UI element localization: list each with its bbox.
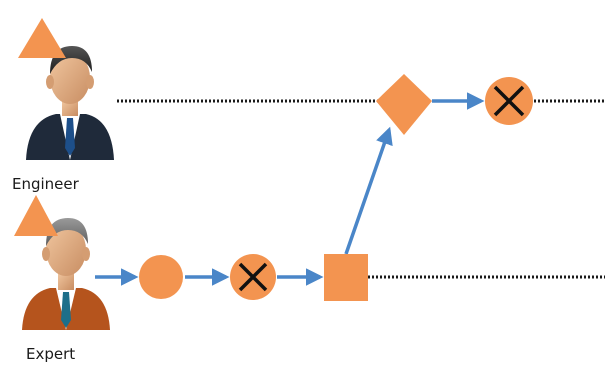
x-circle-icon <box>230 254 276 300</box>
engineer-avatar <box>26 46 114 160</box>
diamond-icon <box>376 74 432 135</box>
triangle-icon <box>18 18 66 58</box>
square-icon <box>324 254 368 301</box>
x-circle-icon <box>485 77 533 125</box>
engineer-label: Engineer <box>12 175 79 193</box>
expert-avatar <box>22 218 110 330</box>
arrow-square-to-diamond <box>344 126 393 255</box>
expert-label: Expert <box>26 345 76 363</box>
triangle-icon <box>14 195 58 236</box>
circle-icon <box>139 255 183 299</box>
